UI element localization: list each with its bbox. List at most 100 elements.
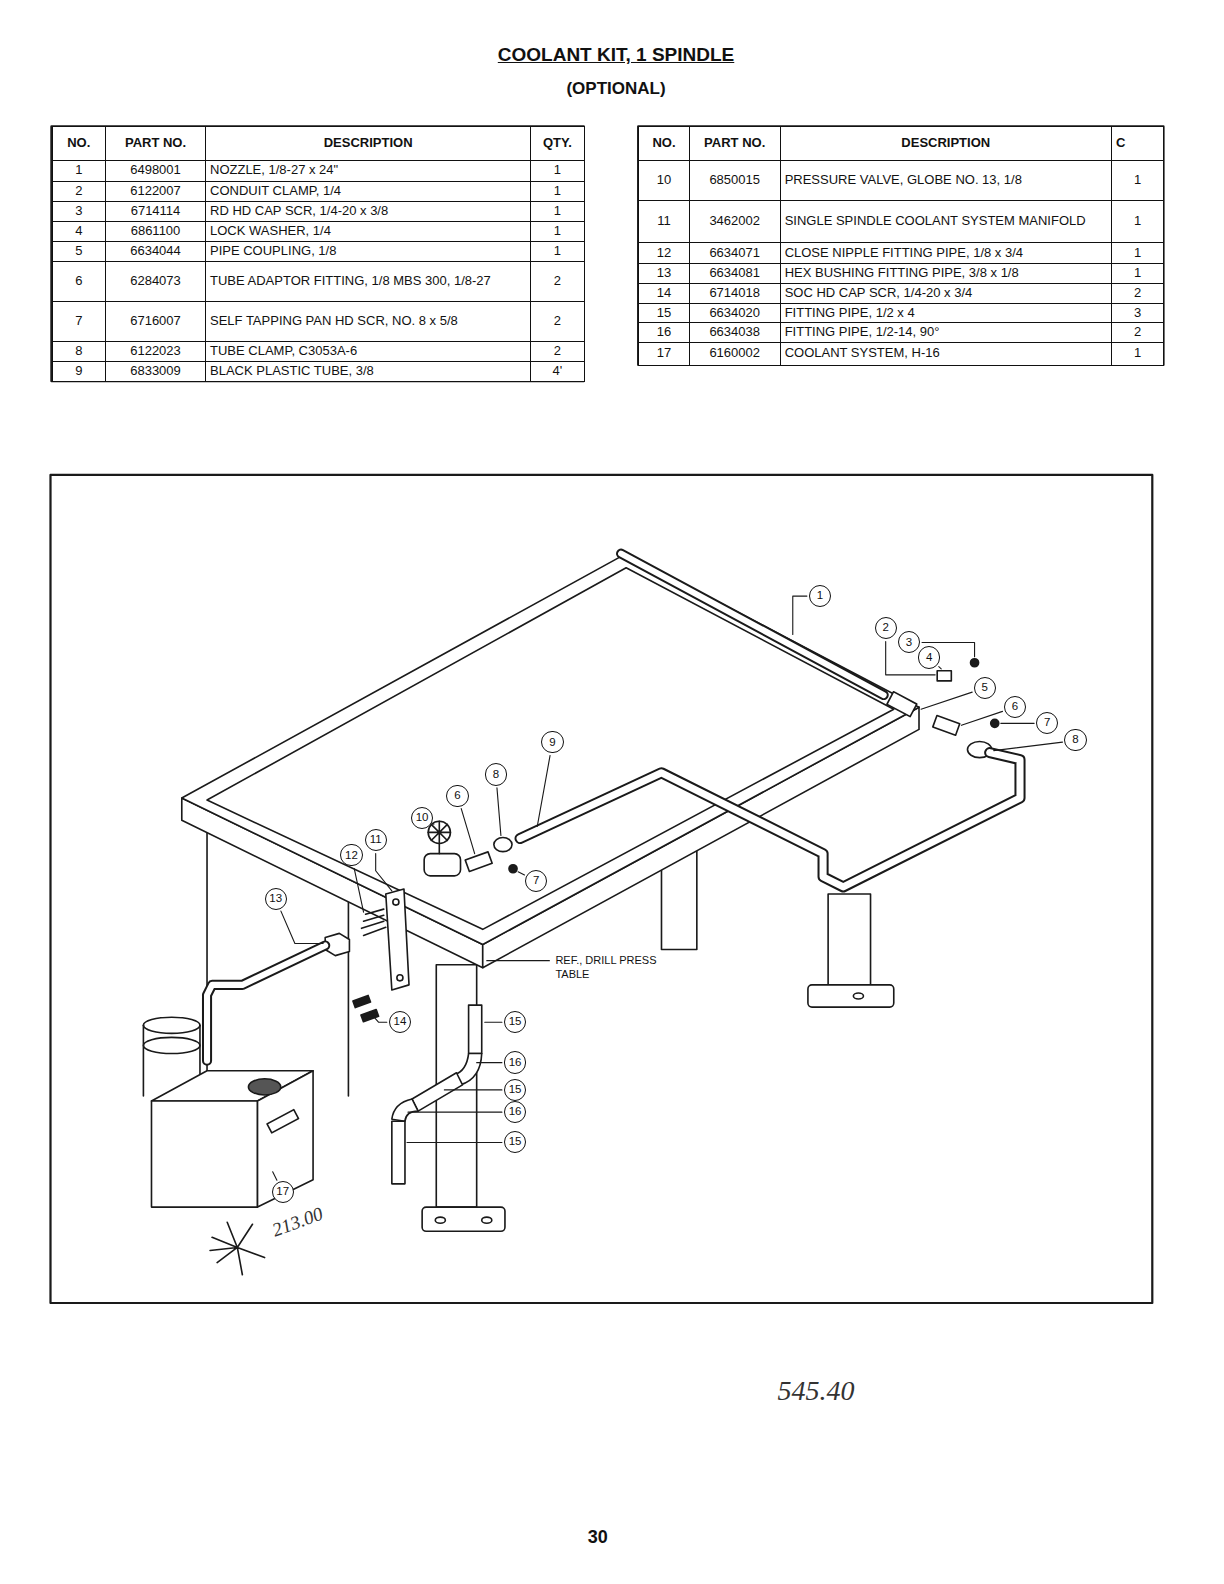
table-cell: 10 <box>638 160 689 201</box>
table-cell: 2 <box>530 341 585 361</box>
manifold-hole <box>397 975 403 981</box>
table-cell: 1 <box>530 160 585 182</box>
callout-number: 1 <box>809 585 831 607</box>
leader-line <box>477 1062 502 1063</box>
table-header: NO. <box>52 126 107 160</box>
table-header: DESCRIPTION <box>205 126 531 160</box>
table-leg <box>828 894 870 987</box>
table-cell: 16 <box>638 322 689 343</box>
table-cell: 1 <box>1111 160 1165 201</box>
table-top <box>182 554 919 945</box>
table-cell: LOCK WASHER, 1/4 <box>205 221 531 242</box>
pump-motor <box>143 1037 200 1053</box>
tapping-screw <box>509 865 517 873</box>
callout-number: 12 <box>340 844 362 866</box>
leader-line <box>497 788 501 836</box>
callout-number: 17 <box>272 1181 294 1203</box>
table-cell: FITTING PIPE, 1/2-14, 90° <box>780 322 1112 343</box>
callout-number: 8 <box>485 763 507 785</box>
table-cell: 3462002 <box>689 200 781 243</box>
valve-handle <box>428 821 450 843</box>
table-cell: 12 <box>638 242 689 263</box>
pipe-coupling <box>887 692 917 717</box>
table-cell: 3 <box>52 201 107 222</box>
table-cell: 1 <box>530 181 585 202</box>
fitting-pipe <box>469 1005 482 1053</box>
leader-line <box>793 596 807 634</box>
table-cell: 1 <box>52 160 107 182</box>
table-cell: SOC HD CAP SCR, 1/4-20 x 3/4 <box>780 283 1112 304</box>
callout-number: 7 <box>1036 712 1058 734</box>
conduit-clamp <box>937 671 951 681</box>
table-cell: CONDUIT CLAMP, 1/4 <box>205 181 531 202</box>
table-cell: 6122023 <box>105 341 206 361</box>
table-cell: 2 <box>530 301 585 342</box>
leader-line <box>537 755 550 826</box>
leader-line <box>432 823 434 825</box>
table-cell: 14 <box>638 283 689 304</box>
table-cell: NOZZLE, 1/8-27 x 24" <box>205 160 531 182</box>
nozzle-tube <box>621 554 884 695</box>
leader-line <box>273 1172 277 1180</box>
table-cell: 2 <box>530 261 585 302</box>
table-cell: 6160002 <box>689 342 781 365</box>
table-cell: 9 <box>52 361 107 382</box>
table-cell: 6850015 <box>689 160 781 201</box>
leader-line <box>408 1112 502 1113</box>
table-cell: SELF TAPPING PAN HD SCR, NO. 8 x 5/8 <box>205 301 531 342</box>
table-cell: 7 <box>52 301 107 342</box>
table-cell: 2 <box>52 181 107 202</box>
table-rim <box>207 568 894 930</box>
table-header: PART NO. <box>689 126 781 160</box>
table-cell: 6634081 <box>689 263 781 284</box>
table-cell: 2 <box>1111 322 1165 343</box>
nozzle-tube <box>621 554 884 695</box>
leader-line <box>370 1012 387 1022</box>
subtitle: (OPTIONAL) <box>566 79 665 99</box>
fitting-pipe <box>392 1121 405 1184</box>
table-cell: 2 <box>1111 283 1165 304</box>
callout-number: 11 <box>365 829 387 851</box>
cap-screw <box>353 995 371 1007</box>
leg-foot <box>808 985 894 1007</box>
table-cell: 6833009 <box>105 361 206 382</box>
page-title: COOLANT KIT, 1 SPINDLE <box>498 44 734 66</box>
supply-pipe <box>207 946 325 1061</box>
callout-number: 15 <box>504 1079 526 1101</box>
callout-number: 2 <box>875 617 897 639</box>
tube-clamp <box>494 837 512 851</box>
figure-frame <box>50 475 1152 1303</box>
table-cell: PRESSURE VALVE, GLOBE NO. 13, 1/8 <box>780 160 1112 201</box>
table-cell: 6861100 <box>105 221 206 242</box>
leg-foot <box>422 1207 505 1231</box>
table-cell: 11 <box>638 200 689 243</box>
table-cell: 6122007 <box>105 181 206 202</box>
table-cell: 6714018 <box>689 283 781 304</box>
valve-body <box>424 854 460 876</box>
table-outline <box>52 126 584 380</box>
tube-adaptor <box>933 716 960 736</box>
tank-front <box>151 1101 257 1207</box>
pump-motor <box>143 1017 200 1033</box>
callout-number: 16 <box>504 1051 526 1073</box>
cap-screw <box>971 659 979 667</box>
callout-number: 6 <box>446 785 468 807</box>
table-cell: 1 <box>530 221 585 242</box>
table-cell: 6634044 <box>105 241 206 261</box>
table-cell: 1 <box>1111 242 1165 263</box>
pipe-elbow <box>392 1099 418 1121</box>
leader-line <box>461 809 474 854</box>
tank-handle <box>267 1110 298 1133</box>
leader-line <box>487 960 550 961</box>
leader-line <box>376 854 392 891</box>
leader-line <box>921 692 972 709</box>
table-header: QTY. <box>530 126 585 160</box>
table-cell: 17 <box>638 342 689 365</box>
plastic-tube <box>520 753 1020 887</box>
table-cell: CLOSE NIPPLE FITTING PIPE, 1/8 x 3/4 <box>780 242 1112 263</box>
table-cell: 4 <box>52 221 107 242</box>
table-cell: PIPE COUPLING, 1/8 <box>205 241 531 261</box>
foot-hole <box>853 993 863 999</box>
table-cell: 1 <box>530 201 585 222</box>
handwritten-note: 213.00 <box>269 1203 326 1242</box>
